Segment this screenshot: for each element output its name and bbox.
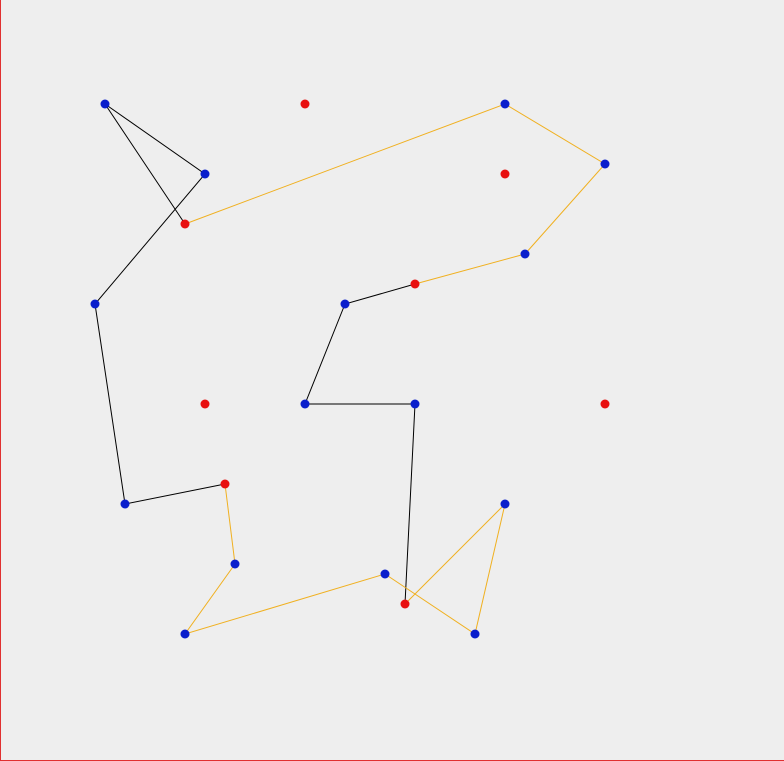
blue-node-1 bbox=[100, 99, 110, 109]
yellow-path-1 bbox=[184, 103, 606, 285]
blue-node-3 bbox=[90, 299, 100, 309]
blue-node-7 bbox=[340, 299, 350, 309]
blue-node-15 bbox=[520, 249, 530, 259]
paths-layer bbox=[94, 103, 606, 635]
black-path-1 bbox=[94, 103, 226, 505]
blue-node-6 bbox=[180, 629, 190, 639]
blue-node-4 bbox=[120, 499, 130, 509]
blue-node-11 bbox=[500, 499, 510, 509]
black-path-2 bbox=[304, 283, 416, 605]
blue-node-13 bbox=[500, 99, 510, 109]
red-node-7 bbox=[220, 479, 230, 489]
blue-node-14 bbox=[600, 159, 610, 169]
red-node-8 bbox=[400, 599, 410, 609]
blue-node-9 bbox=[410, 399, 420, 409]
red-node-1 bbox=[300, 99, 310, 109]
red-node-2 bbox=[500, 169, 510, 179]
red-node-6 bbox=[600, 399, 610, 409]
blue-node-2 bbox=[200, 169, 210, 179]
yellow-path-2 bbox=[183, 483, 506, 635]
red-node-4 bbox=[410, 279, 420, 289]
nodes-layer bbox=[90, 99, 610, 639]
left-border bbox=[0, 0, 1, 761]
red-node-5 bbox=[200, 399, 210, 409]
blue-node-5 bbox=[230, 559, 240, 569]
blue-node-8 bbox=[300, 399, 310, 409]
blue-node-10 bbox=[380, 569, 390, 579]
blue-node-12 bbox=[470, 629, 480, 639]
red-node-3 bbox=[180, 219, 190, 229]
